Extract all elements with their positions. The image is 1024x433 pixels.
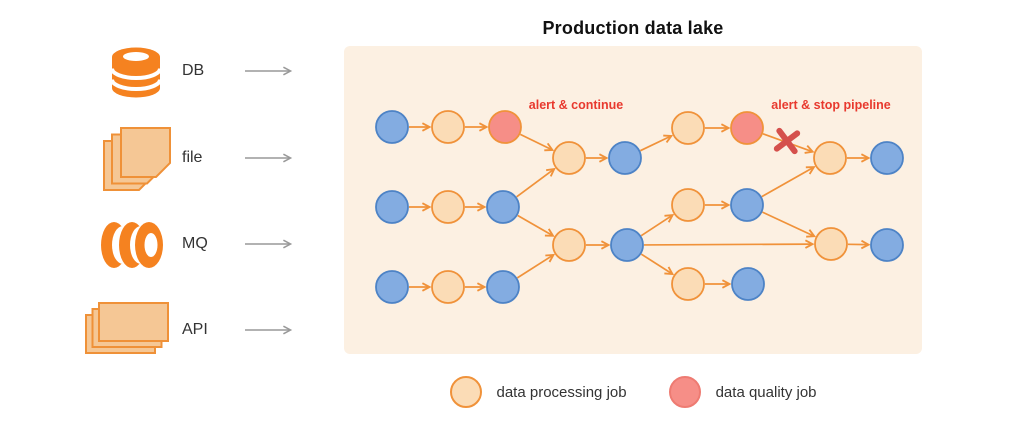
graph-edge-n12-n4 bbox=[516, 167, 556, 198]
processing-node-n14 bbox=[431, 270, 465, 304]
data-node-n1 bbox=[375, 110, 409, 144]
processing-node-n11 bbox=[431, 190, 465, 224]
mq-icon bbox=[101, 222, 163, 268]
file-icon bbox=[103, 127, 171, 191]
legend-item-quality: data quality job bbox=[668, 376, 817, 408]
legend-label-processing: data processing job bbox=[496, 383, 627, 401]
processing-job-dot bbox=[449, 376, 482, 408]
processing-node-n16 bbox=[552, 228, 586, 262]
page-title: Production data lake bbox=[542, 18, 724, 38]
data-node-n13 bbox=[375, 270, 409, 304]
processing-node-n8 bbox=[813, 141, 847, 175]
source-label-api: API bbox=[182, 321, 208, 338]
db-icon bbox=[110, 47, 162, 98]
data-node-n23 bbox=[870, 228, 904, 262]
data-node-n19 bbox=[730, 188, 764, 222]
graph-edge-n17-n18 bbox=[640, 214, 675, 237]
graph-edge-n19-n8 bbox=[761, 166, 816, 198]
alert-continue-annotation: alert & continue bbox=[528, 98, 624, 112]
graph-edge-n5-n6 bbox=[639, 134, 674, 152]
processing-node-n20 bbox=[671, 267, 705, 301]
data-node-n12 bbox=[486, 190, 520, 224]
graph-edge-n15-n16 bbox=[516, 253, 556, 279]
source-arrows bbox=[245, 66, 293, 335]
pipeline-graph bbox=[375, 110, 904, 304]
graph-edge-n12-n16 bbox=[517, 214, 555, 237]
x-mark-stroke-1 bbox=[773, 130, 801, 152]
alert-stop-annotation: alert & stop pipeline bbox=[771, 98, 891, 112]
source-label-db: DB bbox=[182, 62, 205, 79]
data-node-n10 bbox=[375, 190, 409, 224]
legend-item-processing: data processing job bbox=[449, 376, 627, 408]
processing-node-n18 bbox=[671, 188, 705, 222]
graph-edge-n17-n22 bbox=[643, 239, 815, 249]
graph-edge-n3-n4 bbox=[519, 133, 555, 152]
quality-node-n7 bbox=[730, 111, 764, 145]
processing-node-n6 bbox=[671, 111, 705, 145]
api-icon bbox=[85, 302, 169, 354]
graph-edge-n19-n22 bbox=[762, 211, 817, 238]
source-label-mq: MQ bbox=[182, 235, 208, 252]
data-node-n15 bbox=[486, 270, 520, 304]
data-node-n17 bbox=[610, 228, 644, 262]
data-node-n9 bbox=[870, 141, 904, 175]
processing-node-n22 bbox=[814, 227, 848, 261]
legend-label-quality: data quality job bbox=[715, 383, 817, 401]
processing-node-n4 bbox=[552, 141, 586, 175]
processing-node-n2 bbox=[431, 110, 465, 144]
legend: data processing job data quality job bbox=[344, 376, 922, 408]
data-node-n5 bbox=[608, 141, 642, 175]
data-node-n21 bbox=[731, 267, 765, 301]
quality-job-dot bbox=[668, 376, 701, 408]
quality-node-n3 bbox=[488, 110, 522, 144]
graph-edge-n17-n20 bbox=[640, 253, 675, 276]
source-label-file: file bbox=[182, 149, 203, 166]
